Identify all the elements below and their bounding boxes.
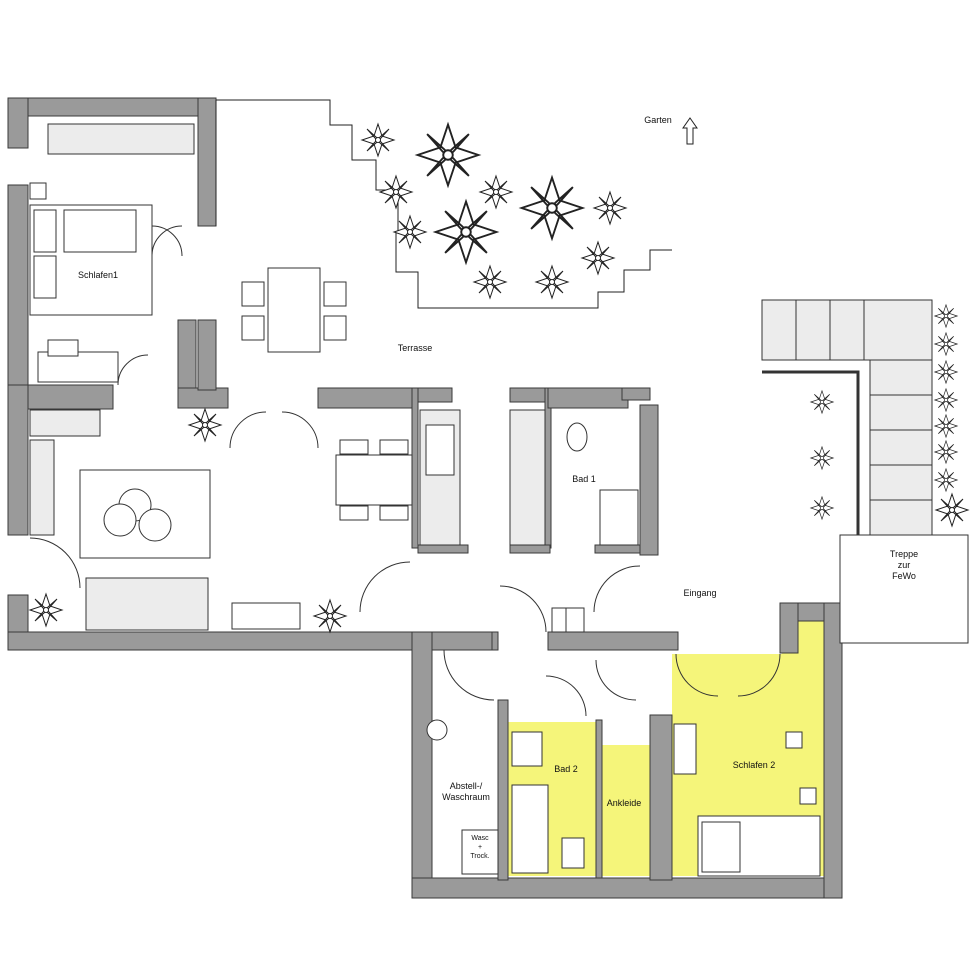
label-bad1: Bad 1: [572, 474, 596, 484]
label-ankleide: Ankleide: [606, 798, 642, 808]
label-treppe: Treppe zur FeWo: [889, 549, 919, 581]
up-arrow-icon: [682, 117, 698, 145]
label-abstell: Abstell-/ Waschraum: [442, 781, 490, 802]
furniture: [29, 123, 821, 877]
terrace-outline: [215, 99, 672, 309]
walls: [7, 97, 843, 899]
highlight-ankleide: [600, 745, 650, 876]
label-waschmaschine: Wasc + Trock.: [470, 835, 490, 860]
label-bad2: Bad 2: [554, 764, 578, 774]
label-eingang: Eingang: [683, 588, 717, 598]
label-schlafen2: Schlafen 2: [732, 760, 776, 770]
stairs: [761, 299, 969, 644]
label-schlafen1: Schlafen1: [77, 270, 119, 280]
label-terrasse: Terrasse: [397, 343, 433, 353]
label-garten: Garten: [644, 115, 672, 125]
doors: [29, 225, 781, 717]
highlight-schlafen2: [672, 620, 824, 876]
